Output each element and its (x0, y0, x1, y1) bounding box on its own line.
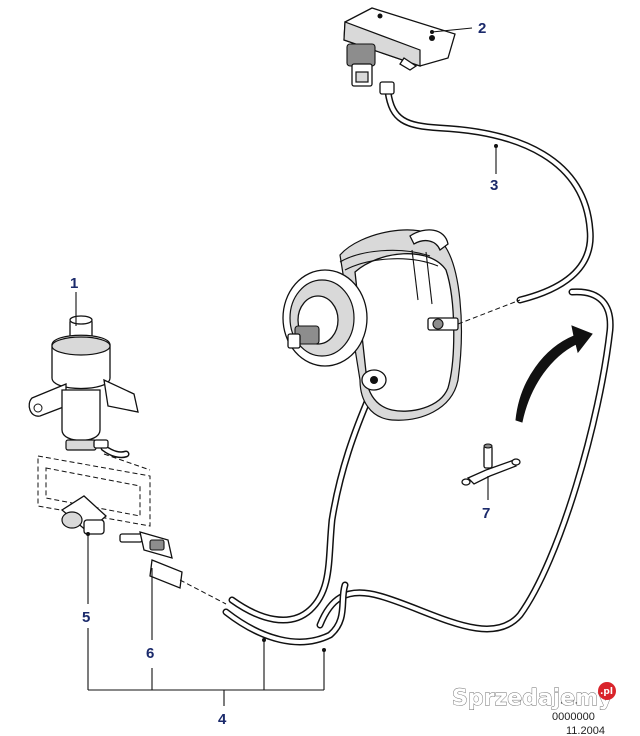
connection-line-servo (457, 299, 521, 325)
vacuum-hoses (100, 88, 614, 646)
callout-6: 6 (146, 645, 154, 662)
solenoid-valve-part-1 (28, 315, 139, 451)
connection-line-part-6 (103, 453, 151, 471)
watermark-badge (598, 682, 616, 700)
sensor-bracket-part-2 (343, 7, 456, 95)
callout-1: 1 (70, 275, 78, 292)
t-connector-part-7 (461, 443, 521, 486)
vacuum-servo-unit (282, 229, 462, 421)
reference-code-1: ······· (556, 697, 582, 709)
callout-7: 7 (482, 505, 490, 522)
watermark-logo: Sprzedajemy .pl (452, 682, 616, 711)
reference-code-2: 0000000 (552, 711, 595, 723)
callout-4: 4 (218, 711, 227, 728)
callout-5: 5 (82, 609, 90, 626)
connection-line-part-6b (179, 579, 227, 605)
callout-3: 3 (490, 177, 498, 194)
leader-lines (75, 27, 497, 706)
flow-direction-arrow (515, 325, 593, 423)
filter-part-5 (60, 495, 107, 535)
callout-2: 2 (478, 20, 486, 37)
reference-code-3: 11.2004 (566, 725, 605, 736)
leader-dots (86, 30, 498, 652)
watermark-badge-text: .pl (600, 687, 613, 697)
connector-part-6 (119, 531, 183, 589)
filter-outline-box (37, 455, 151, 527)
watermark-text: Sprzedajemy (452, 686, 613, 711)
